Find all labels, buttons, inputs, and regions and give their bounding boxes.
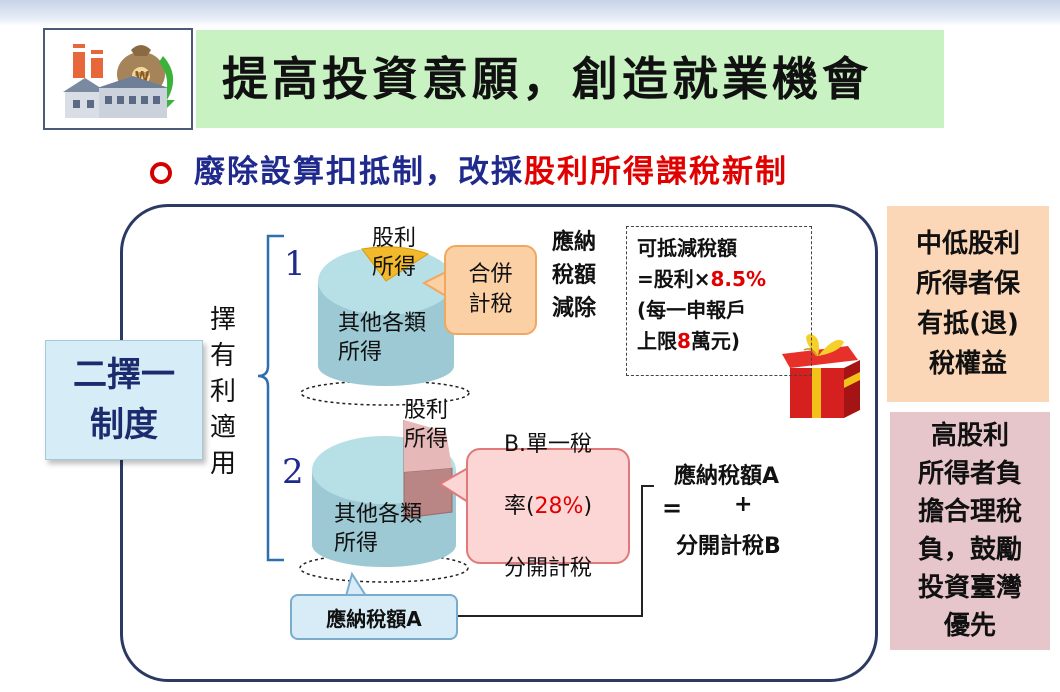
option2-other-label: 其他各類 所得 [334, 502, 423, 556]
option1-dividend-label: 股利 所得 [372, 226, 417, 280]
deduct-line2: =股利×8.5% [637, 264, 811, 295]
dividend-slice-1 [361, 246, 430, 282]
merge-tax-box: 合併 計稅 [444, 245, 537, 335]
deduct-label: 應納 稅額 減除 [552, 230, 597, 321]
deduct-line4: 上限8萬元) [637, 326, 811, 357]
result-plus: + [734, 492, 753, 517]
deduct-line1: 可抵減稅額 [637, 236, 737, 260]
title-bar [196, 30, 944, 128]
separate-tax-box: B.單一稅 率(28%) 分開計稅 [466, 432, 630, 581]
option1-other-label: 其他各類 所得 [338, 311, 427, 365]
choice-brace [257, 234, 284, 562]
low-mid-dividend-box: 中低股利 所得者保 有抵(退) 稅權益 [887, 206, 1049, 402]
tax-a-connector [458, 485, 654, 617]
page-title: 提高投資意願，創造就業機會 [222, 52, 872, 106]
subtitle: 廢除設算扣抵制，改採股利所得課稅新制 [194, 150, 788, 194]
subtitle-main: 廢除設算扣抵制，改採 [194, 154, 524, 190]
option2-number: 2 [282, 452, 304, 492]
tax-a-box: 應納稅額A [290, 594, 458, 640]
factory-logo-icon: ₩ [63, 44, 175, 118]
deduct-line3: (每一申報戶 [637, 298, 747, 322]
option1-number: 1 [284, 244, 306, 284]
choose-favorable-label: 擇 有 利 適 用 [209, 305, 236, 479]
factory-logo: ₩ [43, 28, 193, 130]
top-decor-band [0, 0, 1060, 26]
pie-chart-1 [300, 246, 470, 406]
separate-rate: 28% [534, 493, 584, 519]
deductible-tax-box: 可抵減稅額 =股利×8.5% (每一申報戶 上限8萬元) [626, 226, 812, 376]
separate-line2: 率(28%) [504, 491, 592, 522]
deduct-line4-suffix: 萬元) [690, 329, 741, 353]
result-separate-b: 分開計稅B [676, 534, 781, 559]
separate-line2-suffix: ) [583, 493, 593, 519]
option2-dividend-label: 股利 所得 [404, 398, 449, 452]
deduct-line2-prefix: =股利× [637, 267, 711, 291]
separate-line3: 分開計稅 [503, 555, 592, 581]
high-dividend-box: 高股利 所得者負 擔合理稅 負，鼓勵 投資臺灣 優先 [890, 412, 1050, 650]
equals-sign: = [662, 494, 683, 522]
tax-a-pointer [344, 571, 368, 597]
deduct-rate: 8.5% [710, 267, 766, 291]
bullet-circle-icon [150, 162, 172, 184]
result-tax-a: 應納稅額A [674, 464, 780, 489]
two-choice-system-box: 二擇一 制度 [45, 340, 203, 460]
deduct-line4-prefix: 上限 [637, 329, 677, 353]
gift-box-icon [782, 334, 860, 418]
separate-line2-prefix: 率( [503, 493, 535, 519]
deduct-cap-amount: 8 [677, 329, 691, 353]
subtitle-highlight: 股利所得課稅新制 [524, 154, 788, 190]
pie-chart-2 [299, 420, 469, 583]
separate-line1: B.單一稅 [503, 431, 593, 457]
